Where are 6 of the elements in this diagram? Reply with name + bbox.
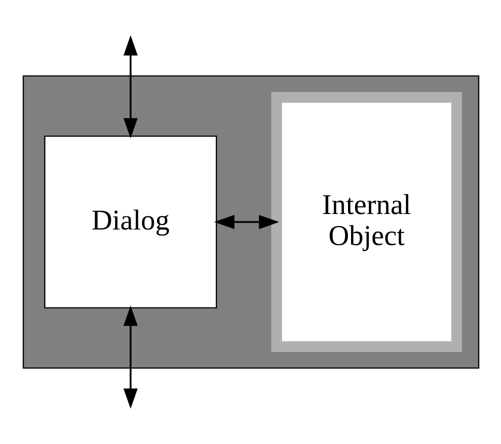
- node-box: Dialog: [44, 136, 217, 308]
- cluster: [22, 75, 479, 369]
- arrow: [214, 214, 279, 230]
- arrow: [123, 35, 138, 138]
- arrow: [123, 306, 138, 409]
- node-box: Internal Object: [270, 92, 462, 352]
